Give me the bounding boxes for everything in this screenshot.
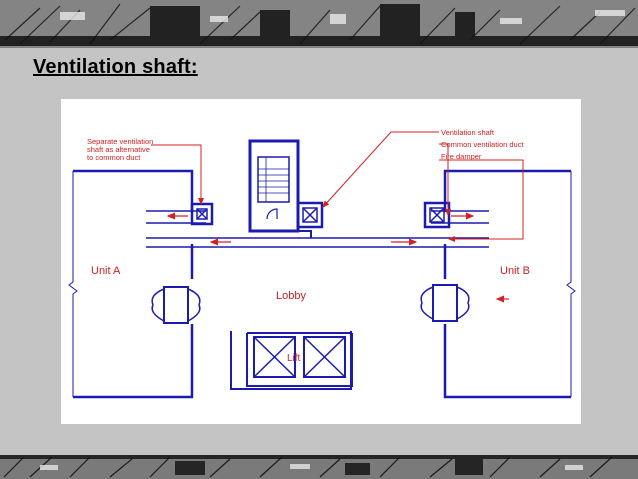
unit-a-door	[151, 286, 201, 324]
bottom-decorative-band	[0, 455, 638, 479]
airflow-arrows	[166, 212, 509, 303]
room-label-lobby: Lobby	[276, 290, 306, 302]
room-label-unit-a: Unit A	[91, 265, 121, 277]
ventilation-shaft-centre	[296, 201, 324, 229]
unit-b-outline	[443, 169, 571, 399]
callout-separate-ventilation-line3: to common duct	[87, 153, 141, 162]
unit-b-door	[420, 284, 470, 322]
floor-plan-diagram: Separate ventilation shaft as alternativ…	[61, 99, 581, 424]
callout-ventilation-shaft: Ventilation shaft	[441, 128, 495, 137]
lift-cars	[246, 332, 353, 387]
duct-bands	[146, 210, 489, 248]
unit-a-outline	[73, 169, 194, 399]
callout-fire-damper: Fire damper	[441, 152, 482, 161]
callout-leaders	[151, 131, 524, 242]
lobby-walls	[191, 247, 446, 390]
callout-separate-ventilation-line2: shaft as alternative	[87, 145, 150, 154]
top-decorative-band	[0, 0, 638, 48]
callout-separate-ventilation-line1: Separate ventilation	[87, 137, 153, 146]
room-label-lift: Lift	[287, 353, 301, 364]
room-label-unit-b: Unit B	[500, 265, 530, 277]
slide-title: Ventilation shaft:	[33, 56, 198, 78]
callout-common-ventilation-duct: Common ventilation duct	[441, 140, 524, 149]
stair-core	[248, 139, 312, 238]
ventilation-shaft-left	[190, 202, 214, 226]
